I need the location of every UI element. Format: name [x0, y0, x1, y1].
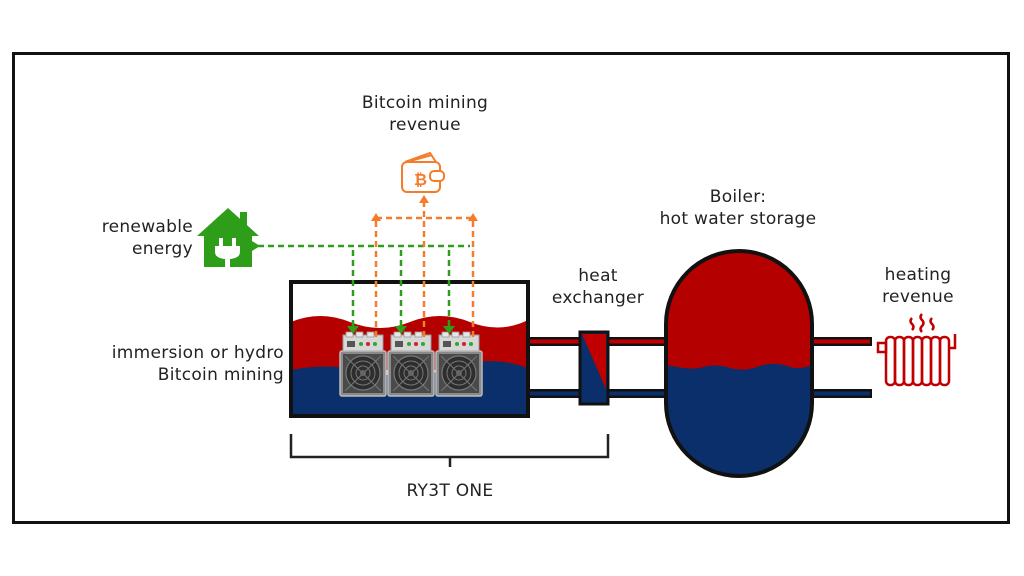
energy-arrowheads	[252, 241, 455, 334]
status-led	[469, 342, 473, 346]
heat-exchanger	[578, 330, 610, 406]
label-bitcoin-mining-revenue: Bitcoin mining revenue	[330, 92, 520, 136]
diagram-frame	[12, 52, 1010, 524]
status-led	[407, 342, 411, 346]
label-boiler: Boiler: hot water storage	[620, 186, 856, 230]
label-line: revenue	[882, 287, 954, 307]
bitcoin-wallet-icon: ₿	[401, 151, 445, 193]
label-line: revenue	[389, 115, 461, 135]
status-led	[366, 342, 370, 346]
label-product-name: RY3T ONE	[406, 481, 494, 501]
label-line: energy	[131, 239, 193, 259]
label-renewable-energy: renewable energy	[40, 216, 193, 260]
label-line: exchanger	[551, 288, 645, 308]
label-heating-revenue: heating revenue	[862, 264, 974, 308]
energy-flow-lines	[258, 244, 470, 327]
status-led	[414, 342, 418, 346]
product-bracket	[289, 434, 610, 467]
status-led	[373, 342, 377, 346]
label-line: Boiler:	[709, 187, 767, 207]
revenue-arrowheads	[371, 195, 478, 221]
label-line: Bitcoin mining	[157, 365, 284, 385]
label-immersion-mining: immersion or hydro Bitcoin mining	[40, 342, 284, 386]
label-line: hot water storage	[659, 209, 817, 229]
status-led	[455, 342, 459, 346]
label-line: immersion or hydro	[111, 343, 284, 363]
label-line: Bitcoin mining	[361, 93, 489, 113]
house-plug-icon	[197, 208, 259, 267]
asic-miner	[387, 331, 435, 397]
boiler-tank	[664, 249, 814, 478]
svg-text:₿: ₿	[414, 170, 427, 189]
label-line: renewable	[101, 217, 193, 237]
status-led	[359, 342, 363, 346]
status-led	[462, 342, 466, 346]
label-heat-exchanger: heat exchanger	[528, 265, 668, 309]
radiator-icon	[876, 313, 957, 387]
label-line: heating	[884, 265, 952, 285]
asic-miner	[339, 331, 387, 397]
label-line: heat	[578, 266, 618, 286]
asic-miner	[435, 331, 483, 397]
revenue-flow-lines	[374, 200, 475, 337]
status-led	[421, 342, 425, 346]
